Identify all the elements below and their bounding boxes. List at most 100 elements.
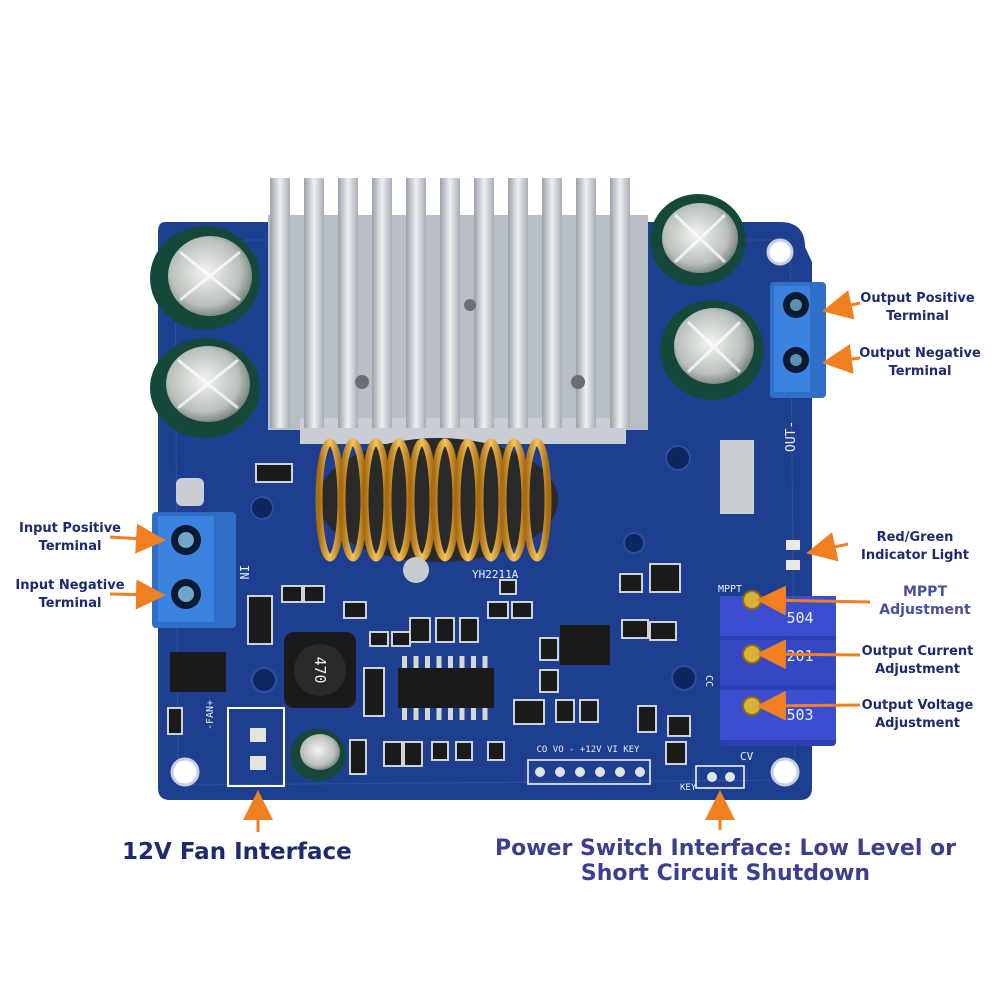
smd-part (455, 741, 473, 761)
smd-part (391, 631, 411, 647)
arrow-voltage (756, 690, 861, 721)
arrow-indicator-light (806, 532, 849, 562)
heatsink-fin (610, 178, 630, 428)
smd-components (167, 463, 691, 775)
indicator-led (786, 540, 800, 570)
label-line: Output Voltage (861, 698, 974, 713)
smd-part (667, 715, 691, 737)
caption-fan-interface: 12V Fan Interface (122, 839, 352, 865)
silk-chip: YH2211A (472, 568, 519, 581)
label-line: Input Positive (18, 521, 121, 536)
smd-part (343, 601, 367, 619)
heatsink-fin (440, 178, 460, 428)
smd-part (511, 601, 533, 619)
smd-part (255, 463, 293, 483)
callout-arrows (109, 290, 871, 832)
silk-header: CO VO - +12V VI KEY (537, 745, 641, 755)
smd-part (431, 741, 449, 761)
arrow-output-positive (822, 290, 861, 320)
label-line: Terminal (38, 596, 102, 611)
smd-part (403, 741, 423, 767)
smd-part (539, 669, 559, 693)
coil-winding (522, 438, 552, 562)
arrow-input-positive (109, 523, 166, 554)
ic-pin (425, 708, 430, 720)
ic-pin (471, 708, 476, 720)
smd-part (637, 705, 657, 733)
potentiometers[interactable]: 504 201 503 (720, 590, 836, 746)
label-line: Output Negative (859, 346, 981, 361)
silk-cc: CC (703, 675, 714, 687)
heatsink-fin (406, 178, 426, 428)
ic-pin (425, 656, 430, 668)
ic-pin (482, 656, 488, 668)
smd-part (649, 563, 681, 593)
label-mppt: MPPT Adjustment (865, 583, 985, 619)
smd-part (363, 667, 385, 717)
smd-part (349, 739, 367, 775)
smd-part (499, 579, 517, 595)
caption-power-switch: Power Switch Interface: Low Level or Sho… (468, 836, 983, 886)
caption-line: Power Switch Interface: Low Level or (494, 836, 957, 861)
smd-part (303, 585, 325, 603)
ic-pin (459, 656, 465, 668)
smd-part (649, 621, 677, 641)
smd-part (665, 741, 687, 765)
silk-pot1: 504 (786, 609, 813, 627)
label-line: Red/Green (876, 530, 954, 545)
heatsink-fin (338, 178, 358, 428)
ic-pin (402, 708, 407, 720)
ic-pin (482, 708, 488, 720)
label-input-positive: Input Positive Terminal (10, 520, 130, 556)
silk-key: KEY (680, 783, 697, 793)
smd-inductor: 470 (284, 632, 356, 708)
arrow-input-negative (109, 579, 166, 610)
label-output-positive: Output Positive Terminal (855, 290, 980, 326)
arrow-current (756, 639, 861, 670)
label-output-negative: Output Negative Terminal (855, 345, 985, 381)
label-line: Adjustment (875, 716, 960, 731)
ic-pin (436, 656, 442, 668)
smd-part (513, 699, 545, 725)
silk-out: OUT- (784, 421, 799, 452)
arrow-output-negative (822, 344, 861, 374)
ic-pin (436, 708, 442, 720)
label-output-current: Output Current Adjustment (855, 643, 980, 679)
heatsink-fin (576, 178, 596, 428)
heatsink-fin (270, 178, 290, 428)
heatsink (268, 178, 648, 444)
label-line: Terminal (888, 364, 952, 379)
label-line: Output Positive (860, 291, 975, 306)
heatsink-fin (474, 178, 494, 428)
output-terminal-block[interactable] (770, 282, 826, 398)
silk-pot3: 503 (786, 706, 813, 724)
label-indicator-light: Red/Green Indicator Light (845, 529, 985, 565)
ic-pin (459, 708, 465, 720)
smd-part (487, 741, 505, 761)
label-line: Input Negative (15, 578, 125, 593)
label-line: Adjustment (879, 602, 971, 618)
label-line: Terminal (38, 539, 102, 554)
silk-mppt: MPPT (718, 584, 742, 595)
ic-pin (471, 656, 476, 668)
header-pins[interactable]: CO VO - +12V VI KEY KEY CV (527, 745, 754, 793)
smd-part (621, 619, 649, 639)
smd-part (281, 585, 303, 603)
smd-part (487, 601, 509, 619)
arrow-mppt (756, 585, 871, 616)
fan-connector[interactable]: -FAN+ (205, 700, 285, 787)
smd-part (555, 699, 575, 723)
smd-part (435, 617, 455, 643)
input-terminal-block[interactable] (152, 512, 236, 628)
label-line: MPPT (902, 584, 947, 600)
label-line: Indicator Light (861, 548, 969, 563)
ic-pin (448, 708, 453, 720)
silk-inductor: 470 (311, 656, 329, 683)
ic-pin (402, 656, 407, 668)
silk-fan: -FAN+ (205, 700, 216, 730)
ic-pin (413, 708, 419, 720)
heatsink-fin (372, 178, 392, 428)
heatsink-fin (508, 178, 528, 428)
smd-part (619, 573, 643, 593)
